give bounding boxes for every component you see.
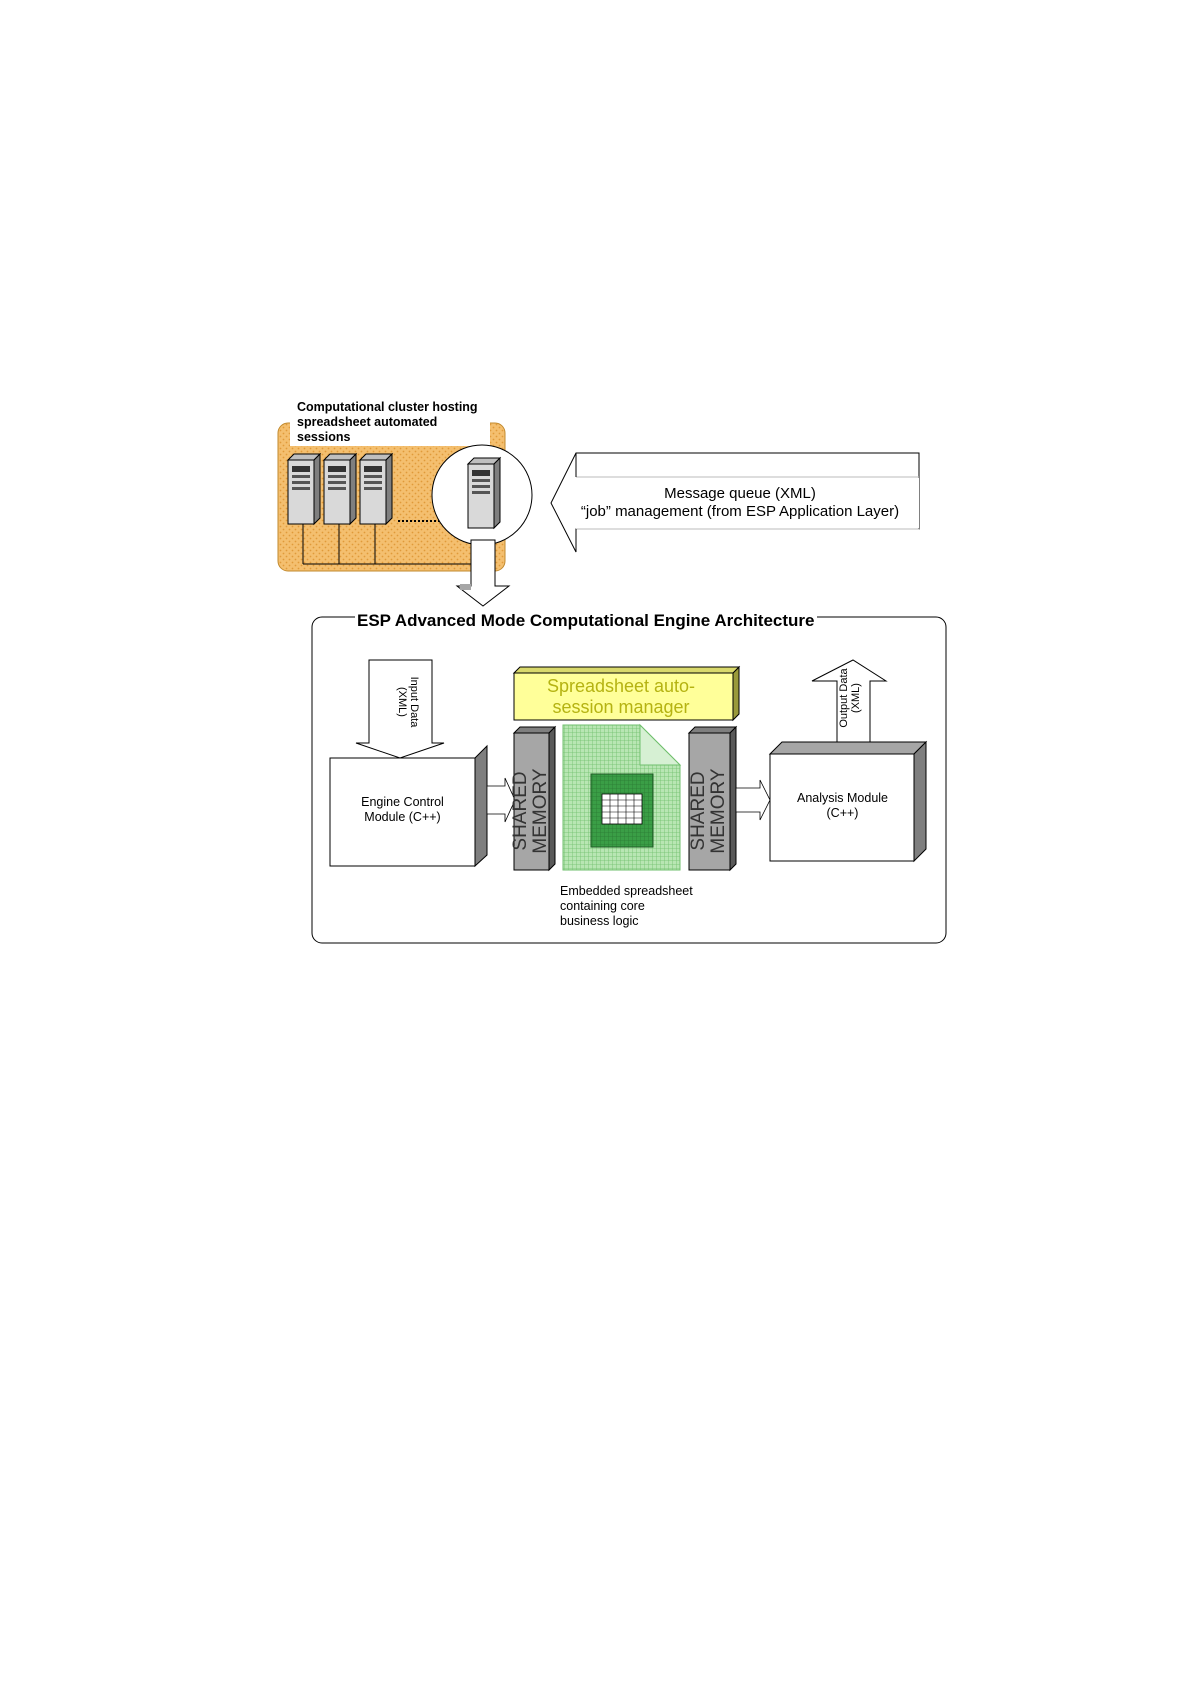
- engine-control-box: [329, 744, 488, 868]
- session-manager-label: Spreadsheet auto- session manager: [546, 676, 696, 717]
- right-arrow: [735, 779, 771, 821]
- session-manager-box: [512, 665, 741, 722]
- engine-title: ESP Advanced Mode Computational Engine A…: [355, 611, 817, 631]
- shared-memory-left: [512, 725, 557, 872]
- input-data-label: Input Data (XML): [396, 676, 420, 728]
- embedded-spreadsheet: [562, 723, 682, 871]
- output-data-label: Output Data (XML): [838, 668, 862, 728]
- shared-memory-left-label: SHARED MEMORY: [510, 768, 551, 854]
- cluster-title: Computational cluster hosting spreadshee…: [297, 400, 478, 444]
- shared-memory-right-label: SHARED MEMORY: [688, 768, 729, 854]
- network-bus: [302, 524, 473, 565]
- input-data-arrow: [355, 659, 445, 759]
- server-icon: [286, 452, 322, 526]
- server-icon: [466, 456, 502, 530]
- engine-control-label: Engine Control Module (C++): [361, 795, 444, 824]
- server-icon: [358, 452, 394, 526]
- message-queue-label: Message queue (XML) “job” management (fr…: [580, 485, 900, 520]
- shared-memory-right: [687, 725, 738, 872]
- embedded-spreadsheet-label: Embedded spreadsheet containing core bus…: [560, 884, 693, 928]
- analysis-module-label: Analysis Module (C++): [796, 791, 888, 820]
- right-arrow: [486, 777, 516, 823]
- analysis-module-box: [768, 740, 928, 863]
- output-data-arrow: [811, 659, 888, 744]
- server-icon: [322, 452, 358, 526]
